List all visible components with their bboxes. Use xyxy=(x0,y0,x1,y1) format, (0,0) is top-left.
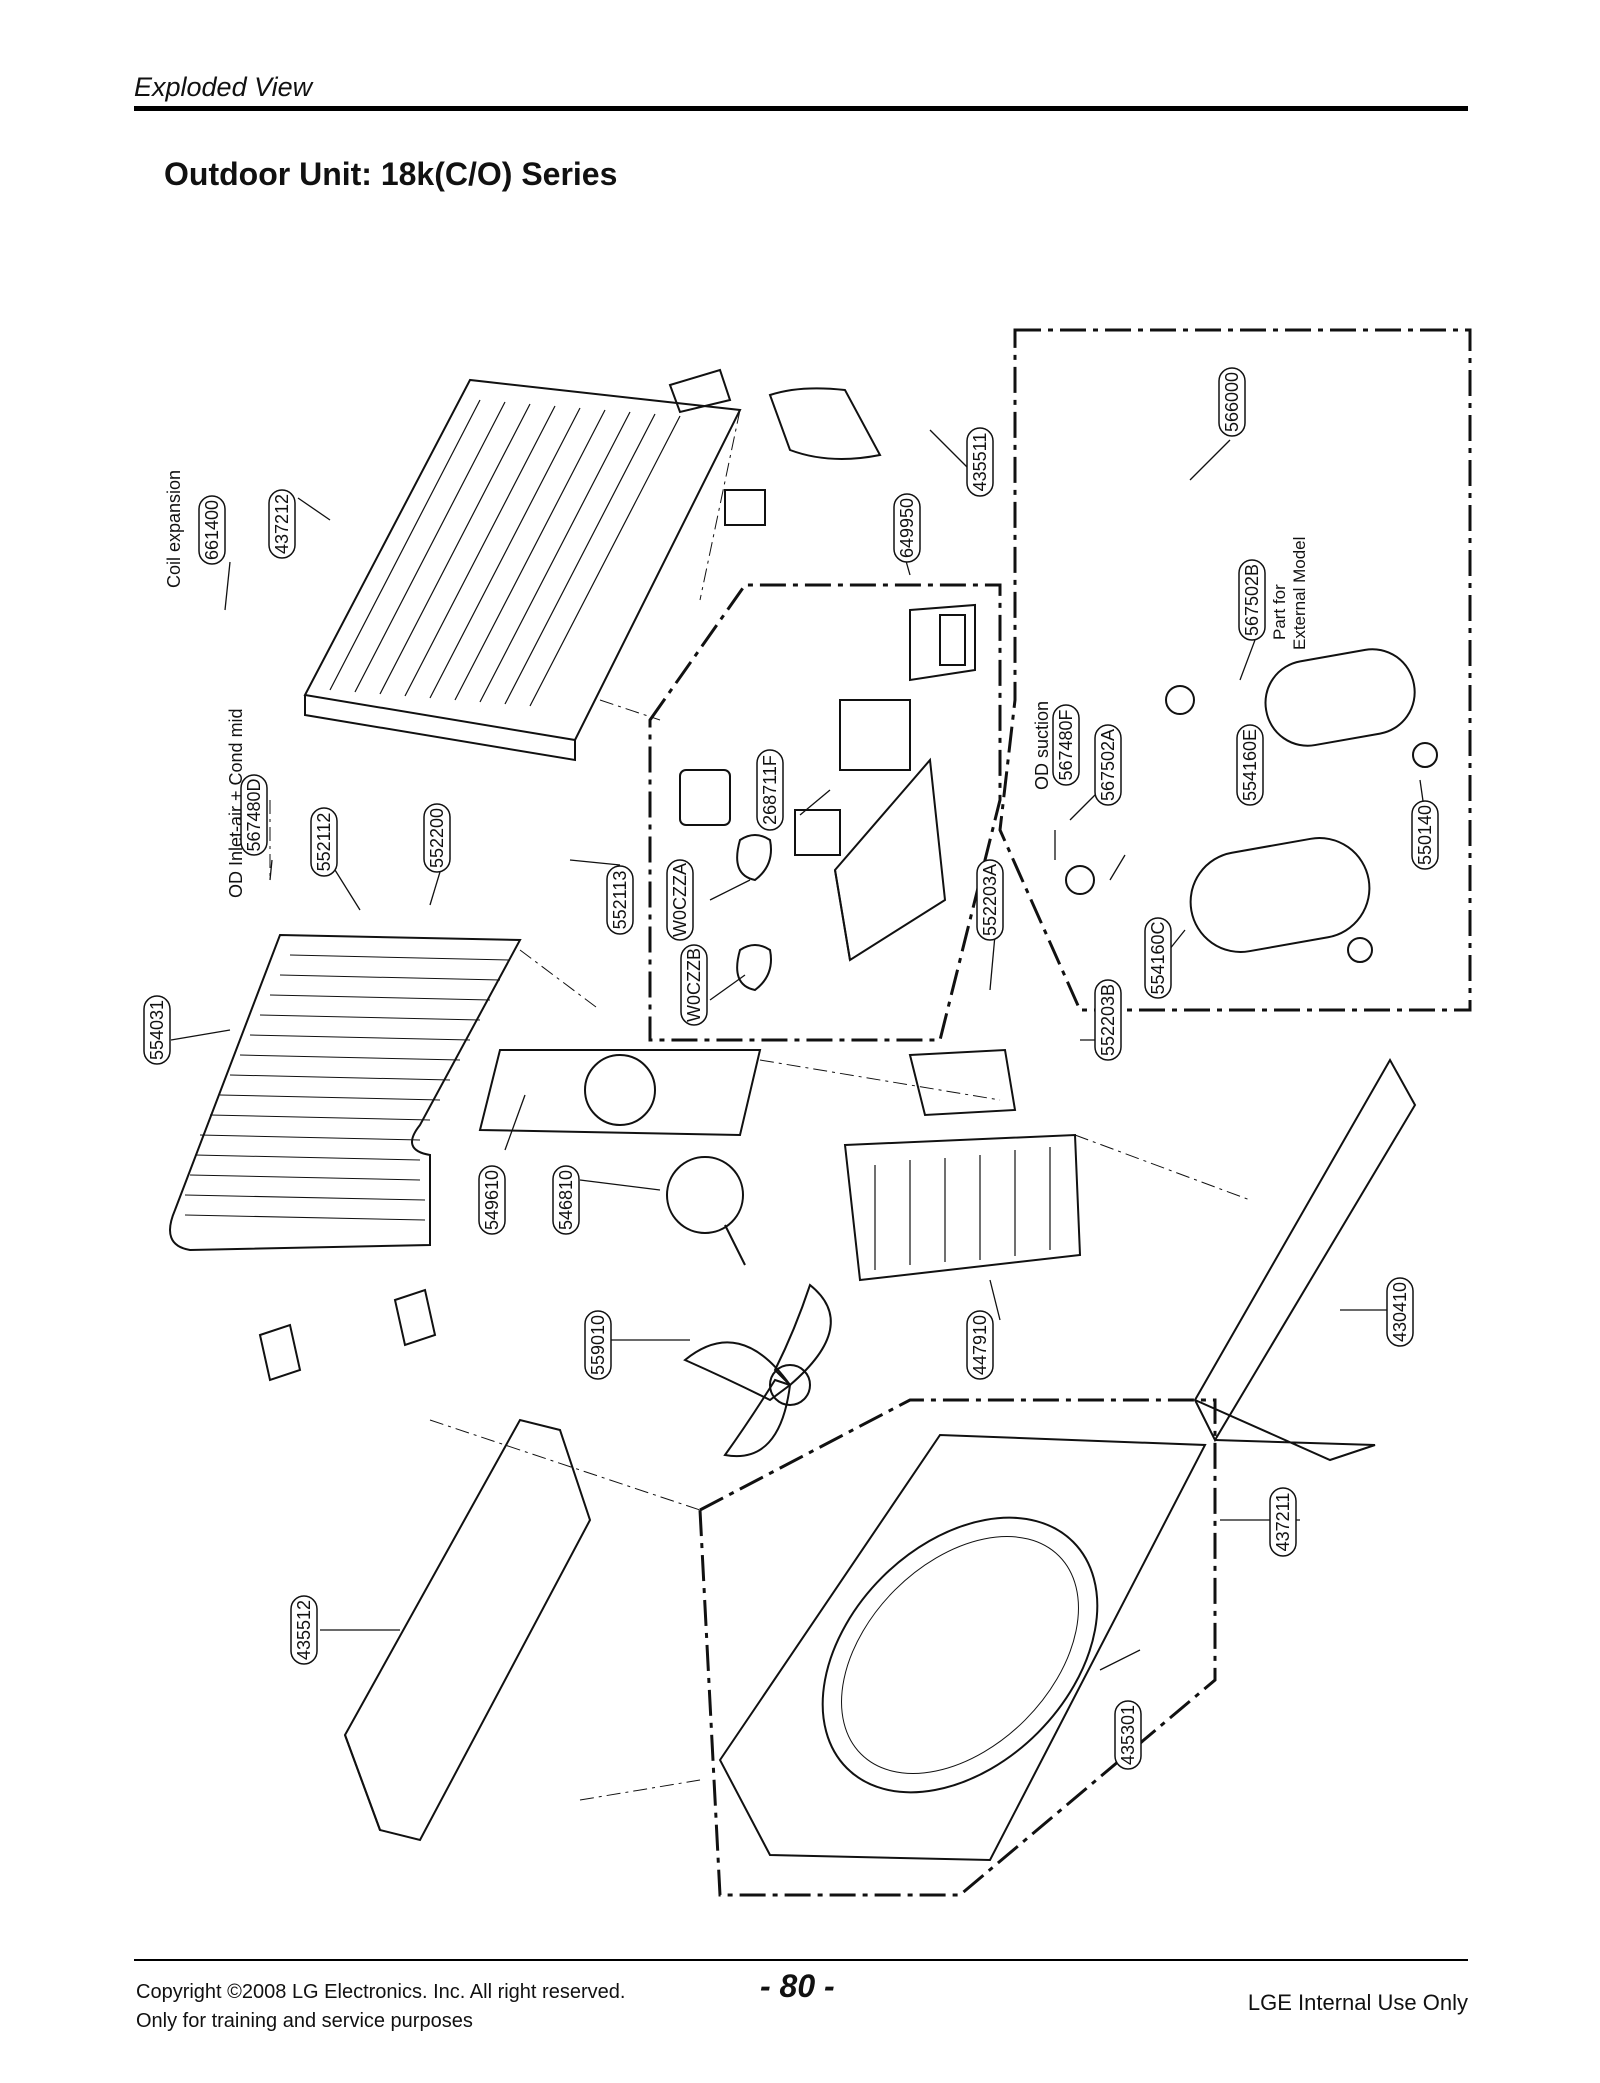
callout-W0CZZA: W0CZZA xyxy=(666,859,694,941)
coil-expansion-label: Coil expansion xyxy=(164,470,184,588)
callout-554160C: 554160C xyxy=(1144,917,1172,999)
callout-567480F: 567480F xyxy=(1052,704,1080,786)
part-559010: 559010 xyxy=(588,1315,608,1375)
callout-566000: 566000 xyxy=(1218,367,1246,437)
callout-546810: 546810 xyxy=(552,1165,580,1235)
callout-447910: 447910 xyxy=(966,1310,994,1380)
callout-552203A: 552203A xyxy=(976,859,1004,941)
part-447910: 447910 xyxy=(970,1315,990,1375)
part-567480D: 567480D xyxy=(244,778,264,851)
fan-motor xyxy=(666,1156,746,1266)
part-435301: 435301 xyxy=(1118,1705,1138,1765)
callout-268711F: 268711F xyxy=(756,749,784,831)
part-552203B: 552203B xyxy=(1098,984,1118,1056)
od-inlet-label: OD Inlet-air + Cond mid xyxy=(226,708,246,898)
copyright-text: Copyright ©2008 LG Electronics. Inc. All… xyxy=(136,1981,626,2003)
part-546810: 546810 xyxy=(556,1170,576,1230)
part-554160C: 554160C xyxy=(1148,921,1168,994)
part-268711F: 268711F xyxy=(760,755,780,825)
callout-552200: 552200 xyxy=(423,803,451,873)
callout-549610: 549610 xyxy=(478,1165,506,1235)
compressor-assembly xyxy=(1065,648,1438,963)
section-header: Exploded View xyxy=(134,72,313,102)
callout-437212: 437212 xyxy=(268,489,296,559)
part-566000: 566000 xyxy=(1222,372,1242,432)
part-552112: 552112 xyxy=(314,813,334,872)
part-435511: 435511 xyxy=(970,433,990,492)
od-suction-label: OD suction xyxy=(1032,701,1052,790)
motor-bracket xyxy=(478,1049,762,1137)
callout-430410: 430410 xyxy=(1386,1277,1414,1347)
callout-435512: 435512 xyxy=(290,1595,318,1665)
callout-567502A: 567502A xyxy=(1094,724,1122,806)
callout-567480D: 567480D xyxy=(240,774,268,856)
part-callouts: 661400 437212 567480D 552112 552200 5521… xyxy=(143,367,1439,1770)
part-549610: 549610 xyxy=(482,1170,502,1230)
part-554031: 554031 xyxy=(147,1000,167,1060)
external-model-outline xyxy=(998,328,1472,1012)
control-box-assembly xyxy=(679,603,976,992)
callout-W0CZZB: W0CZZB xyxy=(680,944,708,1026)
propeller-fan xyxy=(683,1283,832,1458)
header-rule xyxy=(134,106,1468,111)
control-box-outline xyxy=(648,583,1002,1042)
callout-554031: 554031 xyxy=(143,995,171,1065)
part-550140: 550140 xyxy=(1415,805,1435,865)
callout-552112: 552112 xyxy=(310,807,338,877)
condenser-coil xyxy=(169,933,522,1382)
part-554160E: 554160E xyxy=(1240,729,1260,801)
page-title: Outdoor Unit: 18k(C/O) Series xyxy=(164,156,618,192)
external-model-label: External Model xyxy=(1290,537,1309,650)
part-552203A: 552203A xyxy=(980,864,1000,936)
grille-panel-top xyxy=(668,368,882,526)
front-panel xyxy=(718,1433,1207,1862)
base-pan xyxy=(1193,1057,1417,1462)
callout-554160E: 554160E xyxy=(1236,724,1264,806)
callout-559010: 559010 xyxy=(584,1310,612,1380)
part-W0CZZA: W0CZZA xyxy=(670,863,690,937)
callout-661400: 661400 xyxy=(198,495,226,565)
side-panel xyxy=(343,1418,592,1842)
part-567502A: 567502A xyxy=(1098,729,1118,801)
callout-552203B: 552203B xyxy=(1094,979,1122,1061)
callout-550140: 550140 xyxy=(1411,800,1439,870)
callout-435511: 435511 xyxy=(966,427,994,497)
barrier-panel xyxy=(843,1133,1082,1282)
part-552200: 552200 xyxy=(427,808,447,868)
callout-552113: 552113 xyxy=(606,865,634,935)
part-435512: 435512 xyxy=(294,1600,314,1660)
assembly-guides xyxy=(269,409,1251,1801)
front-panel-outline xyxy=(698,1398,1217,1897)
page-number: - 80 - xyxy=(760,1968,835,2004)
part-430410: 430410 xyxy=(1390,1282,1410,1342)
part-437212: 437212 xyxy=(272,494,292,554)
training-note: Only for training and service purposes xyxy=(136,2010,473,2032)
top-cabinet-panel xyxy=(303,378,742,762)
valve-plate xyxy=(908,1048,1017,1117)
callout-567502B: 567502B xyxy=(1238,559,1266,641)
internal-use-note: LGE Internal Use Only xyxy=(1247,1990,1468,2015)
callout-649950: 649950 xyxy=(893,493,921,563)
callout-435301: 435301 xyxy=(1114,1700,1142,1770)
part-661400: 661400 xyxy=(202,500,222,560)
callout-437211: 437211 xyxy=(1269,1487,1297,1557)
part-for-label: Part for xyxy=(1270,584,1289,640)
part-649950: 649950 xyxy=(897,498,917,558)
part-437211: 437211 xyxy=(1273,1493,1293,1552)
part-567502B: 567502B xyxy=(1242,564,1262,636)
footer-rule xyxy=(134,1959,1468,1961)
part-567480F: 567480F xyxy=(1056,709,1076,780)
part-W0CZZB: W0CZZB xyxy=(684,948,704,1022)
part-552113: 552113 xyxy=(610,871,630,930)
